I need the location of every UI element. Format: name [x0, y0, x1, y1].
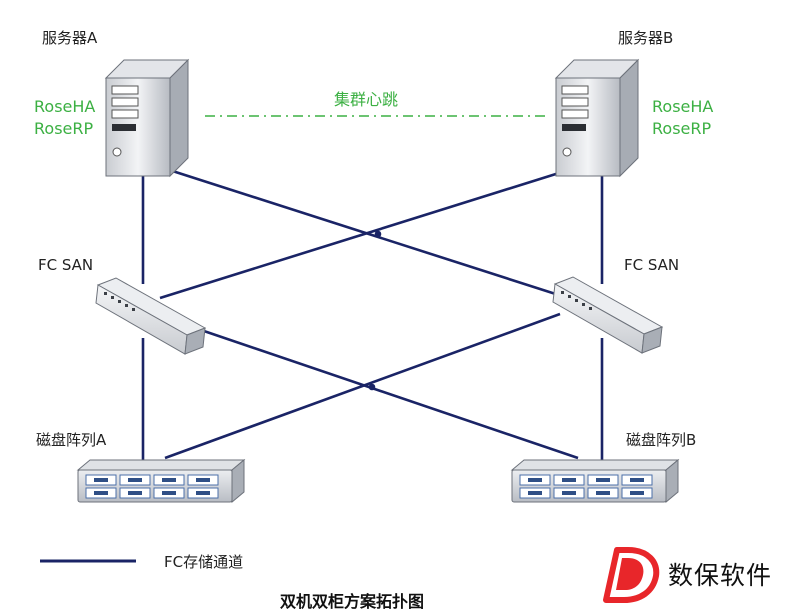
- crossing-dot: [368, 383, 376, 391]
- switch-b-label: FC SAN: [624, 256, 680, 274]
- server-b-roserp-label: RoseRP: [652, 119, 712, 138]
- server-a-icon: [104, 58, 190, 178]
- server-a-label: 服务器A: [42, 29, 98, 47]
- link-serverA-switchB: [159, 165, 566, 299]
- brand-name: 数保软件: [668, 561, 773, 590]
- switch-a-label: FC SAN: [38, 256, 94, 274]
- legend-label: FC存储通道: [164, 553, 244, 571]
- server-b-icon: [554, 58, 640, 178]
- server-b-software: RoseHA RoseRP: [652, 96, 713, 140]
- brand: 数保软件: [662, 556, 772, 592]
- disk-array-b-icon: [510, 458, 680, 504]
- switch-a-icon: [95, 277, 207, 355]
- link-switchA-arrayB: [197, 327, 579, 460]
- link-crossing-dots: [368, 230, 382, 391]
- brand-logo-icon: [603, 547, 660, 603]
- link-switchB-arrayA: [164, 312, 561, 460]
- server-a-roserp-label: RoseRP: [34, 119, 94, 138]
- server-b-label: 服务器B: [618, 29, 674, 47]
- server-b-roseha-label: RoseHA: [652, 97, 714, 116]
- server-a-roseha-label: RoseHA: [34, 97, 96, 116]
- switch-b-icon: [552, 276, 664, 354]
- server-a-software: RoseHA RoseRP: [34, 96, 95, 140]
- diagram-title: 双机双柜方案拓扑图: [280, 592, 425, 611]
- crossing-dot: [374, 230, 382, 238]
- disk-array-a-icon: [76, 458, 246, 504]
- fc-links: [141, 165, 604, 460]
- array-b-label: 磁盘阵列B: [626, 431, 697, 449]
- heartbeat-label: 集群心跳: [334, 90, 399, 109]
- link-serverB-switchA: [159, 166, 576, 300]
- array-a-label: 磁盘阵列A: [36, 431, 107, 449]
